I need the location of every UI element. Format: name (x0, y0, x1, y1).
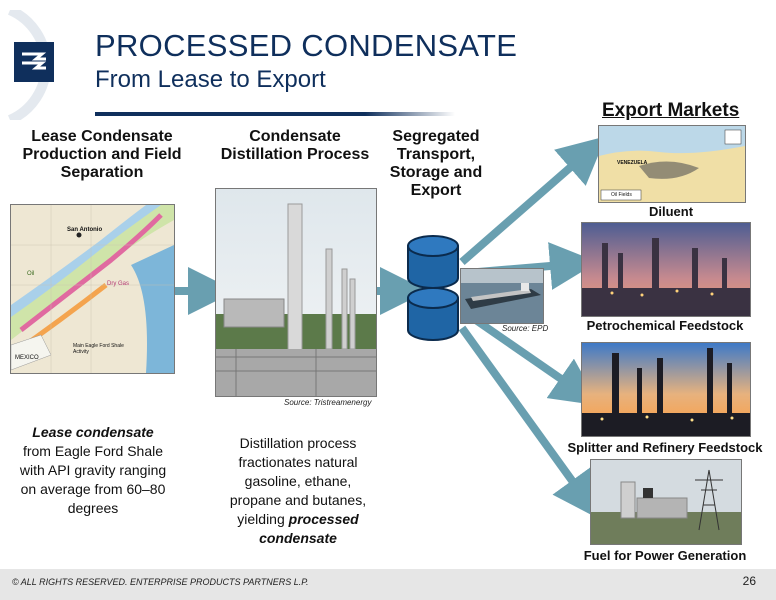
market-petrochemical-label: Petrochemical Feedstock (586, 318, 744, 333)
distillation-caption: Distillation process fractionates natura… (218, 434, 378, 548)
distillation-heading: Condensate Distillation Process (220, 128, 370, 163)
title-underline (95, 112, 455, 116)
map-oil-label: Oil (27, 271, 35, 277)
map-city-label: San Antonio (67, 227, 103, 233)
distillation-photo (215, 188, 377, 397)
footer-bar (0, 569, 776, 600)
lease-caption: Lease condensate from Eagle Ford Shale w… (12, 423, 174, 518)
venezuela-map: VENEZUELA Oil Fields (598, 125, 746, 203)
page-title: PROCESSED CONDENSATE (95, 28, 518, 63)
map-legend-label: Oil Fields (611, 192, 632, 198)
map-drygas-label: Dry Gas (107, 281, 130, 287)
power-plant-photo (590, 459, 742, 545)
logo-mark-icon (22, 52, 47, 70)
page-number: 26 (742, 574, 756, 588)
petrochemical-photo (581, 222, 751, 317)
page-subtitle: From Lease to Export (95, 66, 326, 93)
market-diluent-label: Diluent (648, 204, 694, 219)
arrow-to-diluent (459, 136, 607, 266)
map-activity-label: Main Eagle Ford Shale Activity (73, 343, 124, 355)
market-refinery-label: Splitter and Refinery Feedstock (567, 440, 763, 455)
lease-caption-body: from Eagle Ford Shale with API gravity r… (19, 443, 167, 516)
footer-copyright: © ALL RIGHTS RESERVED. ENTERPRISE PRODUC… (12, 577, 309, 587)
distillation-caption-body: Distillation process fractionates natura… (229, 435, 367, 527)
distillation-caption-emph: processed condensate (259, 511, 359, 546)
arrow-to-refinery (467, 312, 600, 406)
distillation-source: Source: Tristreamenergy (284, 398, 372, 407)
market-power-label: Fuel for Power Generation (583, 548, 747, 563)
tanker-ship-photo (460, 268, 544, 324)
transport-source: Source: EPD (502, 324, 549, 333)
arrow-to-power (458, 325, 601, 520)
lease-heading: Lease Condensate Production and Field Se… (22, 128, 182, 181)
company-logo (14, 42, 54, 82)
map-country-label: VENEZUELA (617, 160, 648, 166)
storage-tanks-icon (407, 235, 459, 341)
transport-heading: Segregated Transport, Storage and Export (389, 128, 483, 199)
refinery-photo (581, 342, 751, 437)
map-mexico-label: MEXICO (15, 355, 39, 361)
eagle-ford-map: San Antonio Oil Dry Gas MEXICO Main Eagl… (10, 204, 175, 374)
flow-arrows (174, 136, 607, 520)
export-markets-title: Export Markets (602, 100, 740, 121)
lease-caption-emph: Lease condensate (32, 424, 154, 440)
